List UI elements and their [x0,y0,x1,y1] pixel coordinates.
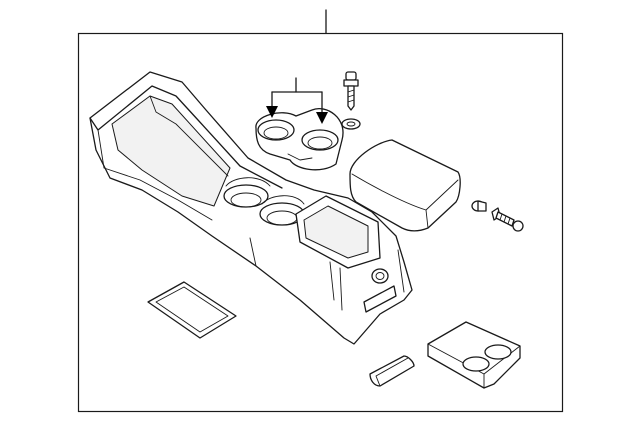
washer[interactable] [341,118,361,130]
end-cap[interactable] [369,355,415,387]
floor-mat[interactable] [147,281,237,339]
console-bolt[interactable] [491,207,524,232]
screw[interactable] [343,71,359,111]
pivot-pin[interactable] [471,200,487,212]
cup-holder-callout [266,77,328,124]
cup-holder-insert[interactable] [255,108,344,171]
rear-cup-holder[interactable] [427,321,521,389]
arrow-right [316,112,328,124]
diagram-frame [77,32,564,413]
arrow-left [266,106,278,118]
armrest-lid[interactable] [349,139,461,232]
center-console[interactable] [89,71,413,345]
